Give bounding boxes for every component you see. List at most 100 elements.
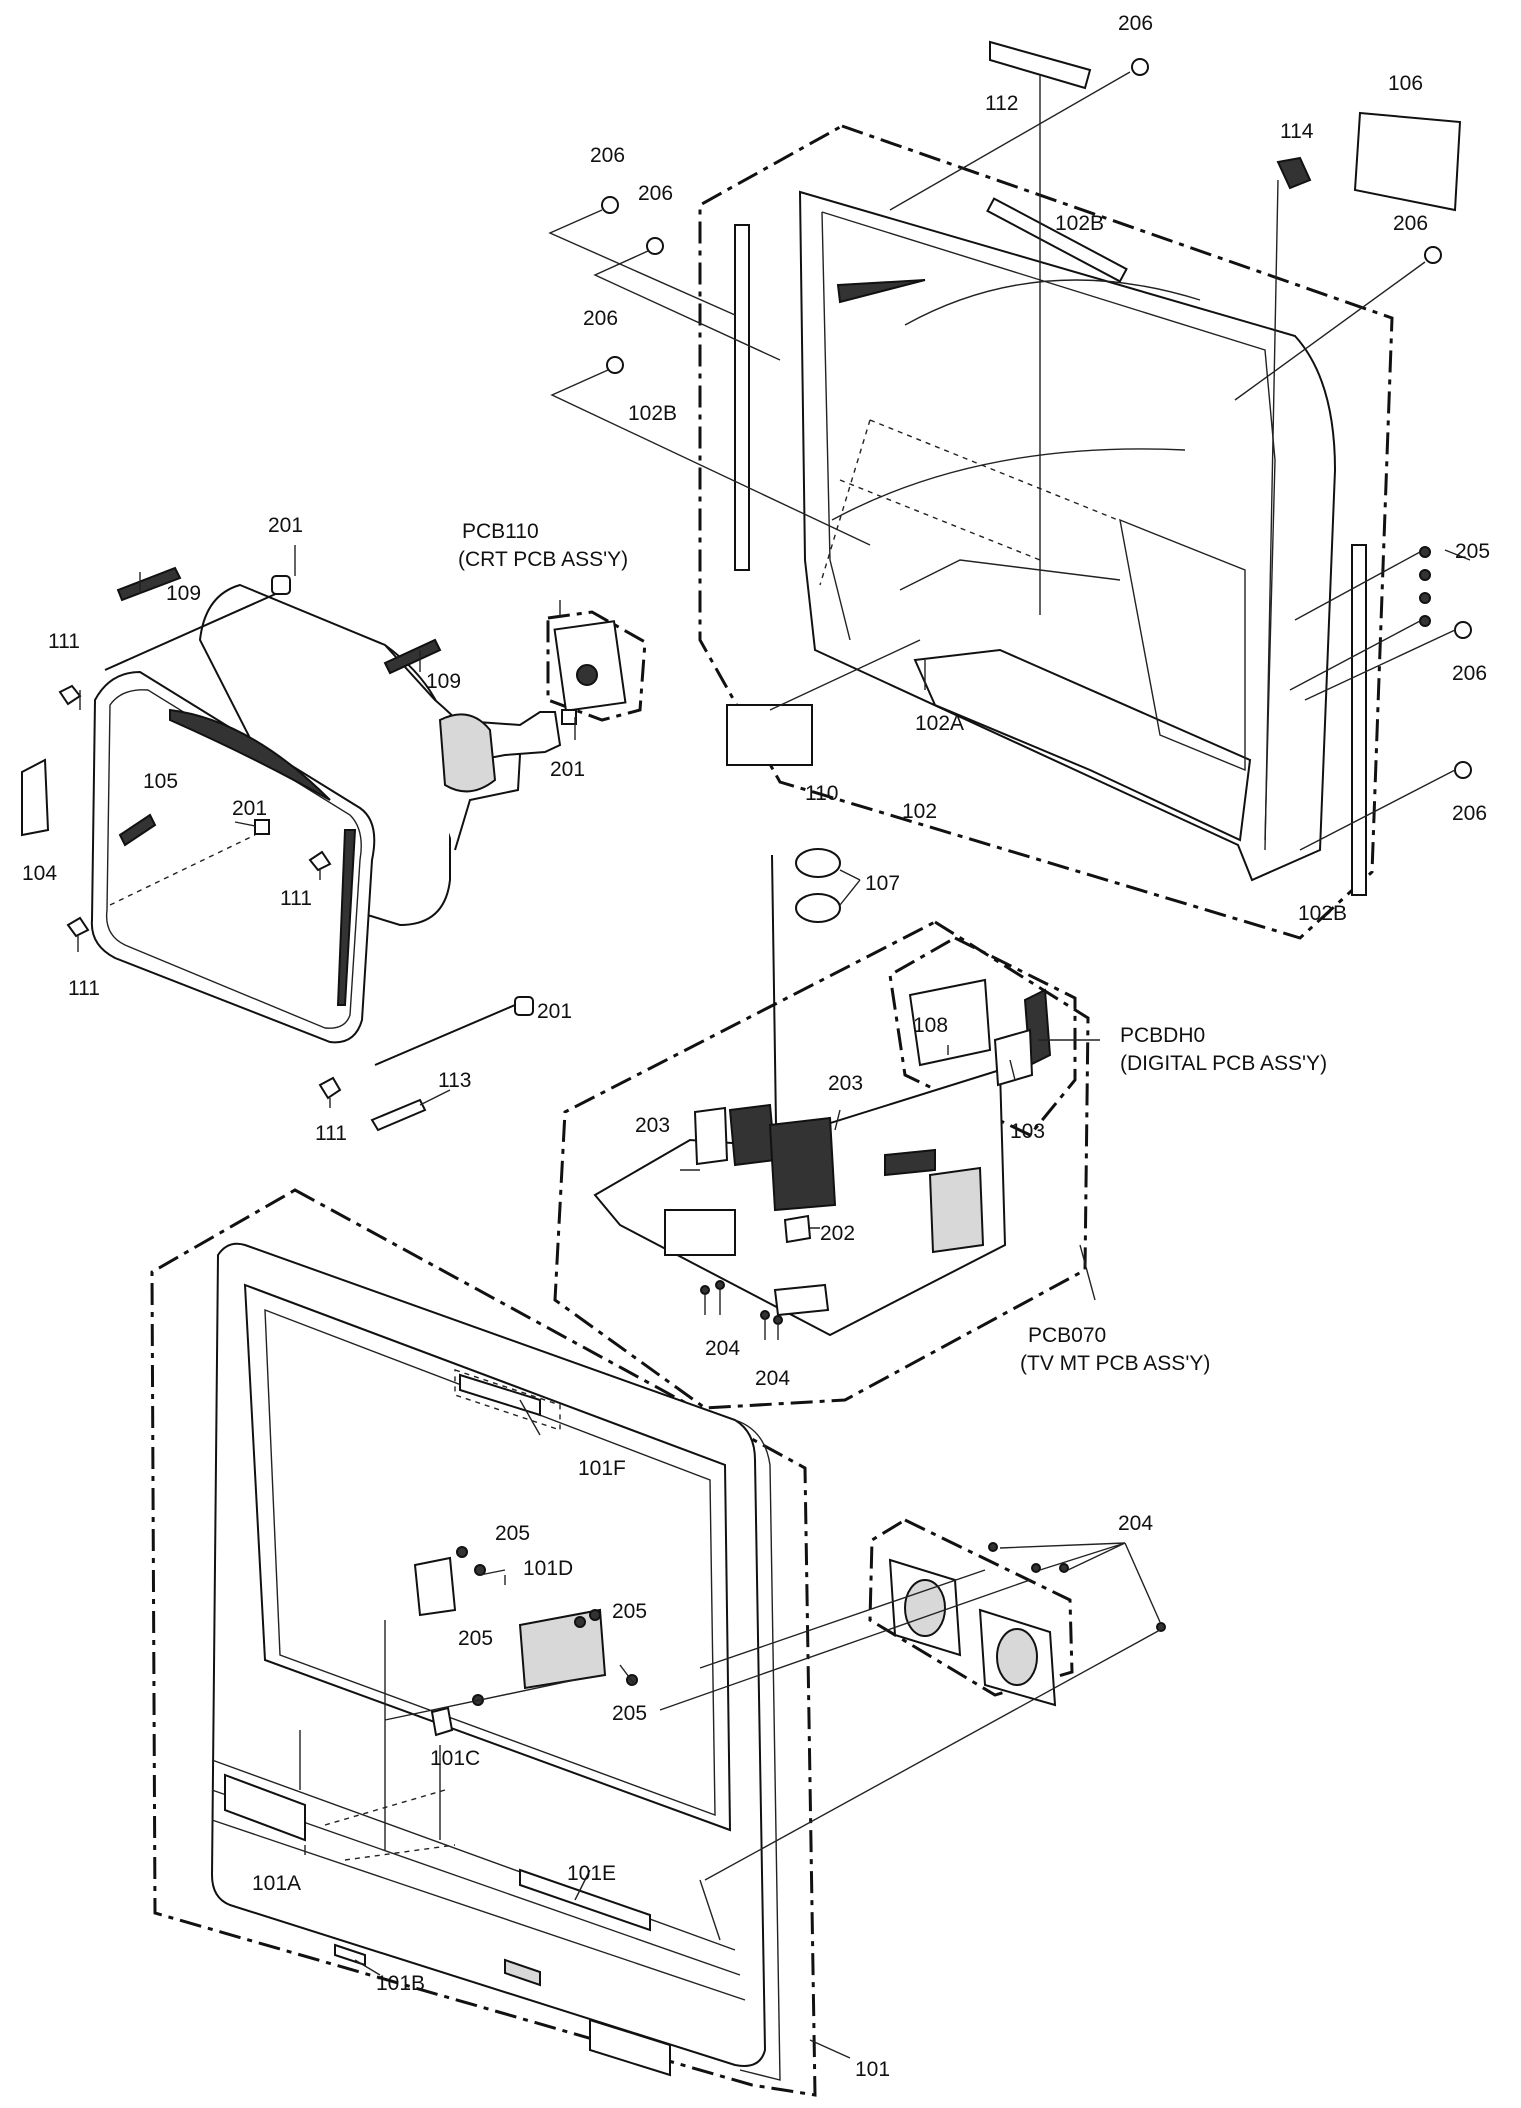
label-101b: 101B — [376, 1972, 425, 1995]
label-111: 111 — [280, 887, 312, 910]
spring-109 — [383, 638, 442, 675]
front-cabinet-group — [150, 1188, 1166, 2097]
label-103: 103 — [1010, 1120, 1045, 1143]
panel-101a — [224, 1773, 306, 1842]
rear-cabinet — [798, 190, 1337, 882]
label-106: 106 — [1388, 72, 1423, 95]
digital-pcb — [908, 978, 992, 1067]
screw-204 — [773, 1315, 783, 1325]
main-pcb-group — [553, 848, 1100, 1410]
screen-inner — [264, 1308, 716, 1817]
bracket-101d-right — [518, 1608, 607, 1690]
screw-206 — [1454, 621, 1472, 639]
screw-205 — [1419, 615, 1431, 627]
crt-group — [21, 545, 647, 1132]
front-leaders — [299, 1399, 851, 2059]
label-102b: 102B — [1298, 902, 1347, 925]
label-110 — [726, 704, 813, 766]
logo-plate — [504, 1958, 541, 1987]
label-112: 112 — [985, 92, 1018, 115]
rear-cabinet-group — [548, 40, 1472, 940]
label-112 — [989, 40, 1092, 90]
label-201: 201 — [537, 1000, 572, 1023]
rear-cabinet-bottom — [913, 648, 1252, 842]
label-111: 111 — [68, 977, 100, 1000]
clip-101c — [430, 1706, 454, 1737]
speaker-leaders — [659, 1542, 1161, 1941]
label-101: 101 — [855, 2058, 890, 2081]
screw-205 — [1419, 569, 1431, 581]
screw-206 — [1454, 761, 1472, 779]
pcbdh0-boundary — [888, 936, 1077, 1137]
screw-205 — [1419, 592, 1431, 604]
rear-cabinet-boundary — [698, 124, 1394, 940]
label-206: 206 — [1452, 802, 1487, 825]
label-205: 205 — [612, 1702, 647, 1725]
chip-202 — [783, 1214, 812, 1244]
terminal-block — [773, 1283, 830, 1317]
rear-leaders — [548, 71, 1471, 851]
panel-101e — [519, 1868, 651, 1932]
panel-right — [589, 2018, 671, 2077]
screw-201 — [561, 709, 577, 725]
label-104 — [21, 758, 50, 837]
clip-111 — [66, 916, 90, 938]
pcbdh0-code: PCBDH0 — [1120, 1024, 1205, 1047]
label-206: 206 — [583, 307, 618, 330]
screws-205-rear — [1419, 546, 1431, 627]
label-203: 203 — [828, 1072, 863, 1095]
bracket-right — [1119, 518, 1246, 772]
screw-206 — [606, 356, 624, 374]
label-107: 107 — [865, 872, 900, 895]
anode-wire — [771, 854, 777, 1126]
label-206: 206 — [638, 182, 673, 205]
crt-yoke — [438, 713, 497, 793]
screw-204 — [715, 1280, 725, 1290]
rear-cabinet-curve — [831, 279, 1201, 591]
crt-hidden-line — [109, 834, 256, 906]
pcb-leaders — [680, 869, 1100, 1340]
screw-204 — [1059, 1563, 1069, 1573]
label-201: 201 — [232, 797, 267, 820]
screws-204 — [700, 1280, 783, 1325]
crt-socket — [576, 664, 598, 686]
label-101a: 101A — [252, 1872, 301, 1895]
label-205: 205 — [458, 1627, 493, 1650]
heatsink — [768, 1116, 837, 1212]
clip-111 — [318, 1076, 342, 1100]
panel-101f-outline — [454, 1369, 561, 1431]
strip-102b-left — [734, 224, 750, 571]
screw-205 — [574, 1616, 586, 1628]
label-201: 201 — [550, 758, 585, 781]
label-201: 201 — [268, 514, 303, 537]
screw-206 — [1131, 58, 1149, 76]
label-101c: 101C — [430, 1747, 480, 1770]
leader-201-low — [374, 1004, 516, 1066]
screw-204 — [1156, 1622, 1166, 1632]
label-205: 205 — [495, 1522, 530, 1545]
screw-204 — [700, 1285, 710, 1295]
pcb110-code: PCB110 — [462, 520, 539, 543]
part-113 — [370, 1098, 427, 1132]
pcb110-boundary — [546, 610, 647, 722]
screws-206 — [601, 58, 1472, 779]
label-101d: 101D — [523, 1557, 573, 1580]
flyback-transformer — [728, 1103, 777, 1167]
strip-102b-right — [1351, 544, 1367, 896]
leader-201-top — [104, 591, 281, 671]
label-104: 104 — [22, 862, 57, 885]
crt-face-inner — [105, 689, 362, 1029]
screw-205 — [474, 1564, 486, 1576]
screw-206 — [601, 196, 619, 214]
screw-206 — [1424, 246, 1442, 264]
rear-hidden-lines — [819, 419, 1119, 586]
speaker-left-cone — [904, 1579, 946, 1637]
screw-206 — [646, 237, 664, 255]
speaker-right-cone — [996, 1628, 1038, 1686]
label-106 — [1353, 111, 1462, 212]
panel-101f — [459, 1373, 541, 1417]
label-110: 110 — [805, 782, 838, 805]
bracket-114 — [1276, 156, 1312, 190]
label-102a: 102A — [915, 712, 964, 735]
label-206: 206 — [590, 144, 625, 167]
